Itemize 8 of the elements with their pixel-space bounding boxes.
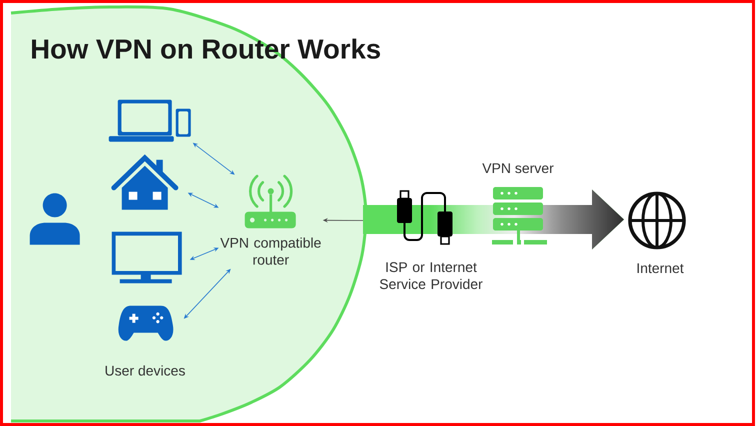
house-icon	[111, 154, 178, 210]
node-label: VPN server	[482, 163, 554, 174]
node-label: Internet	[638, 263, 684, 274]
node-label: ISP or Internet Service Provider	[380, 262, 482, 290]
gamepad-icon	[118, 306, 174, 341]
node-label: VPN compatible router	[220, 238, 321, 265]
person-icon	[30, 193, 80, 245]
group-label: User devices	[106, 365, 185, 376]
